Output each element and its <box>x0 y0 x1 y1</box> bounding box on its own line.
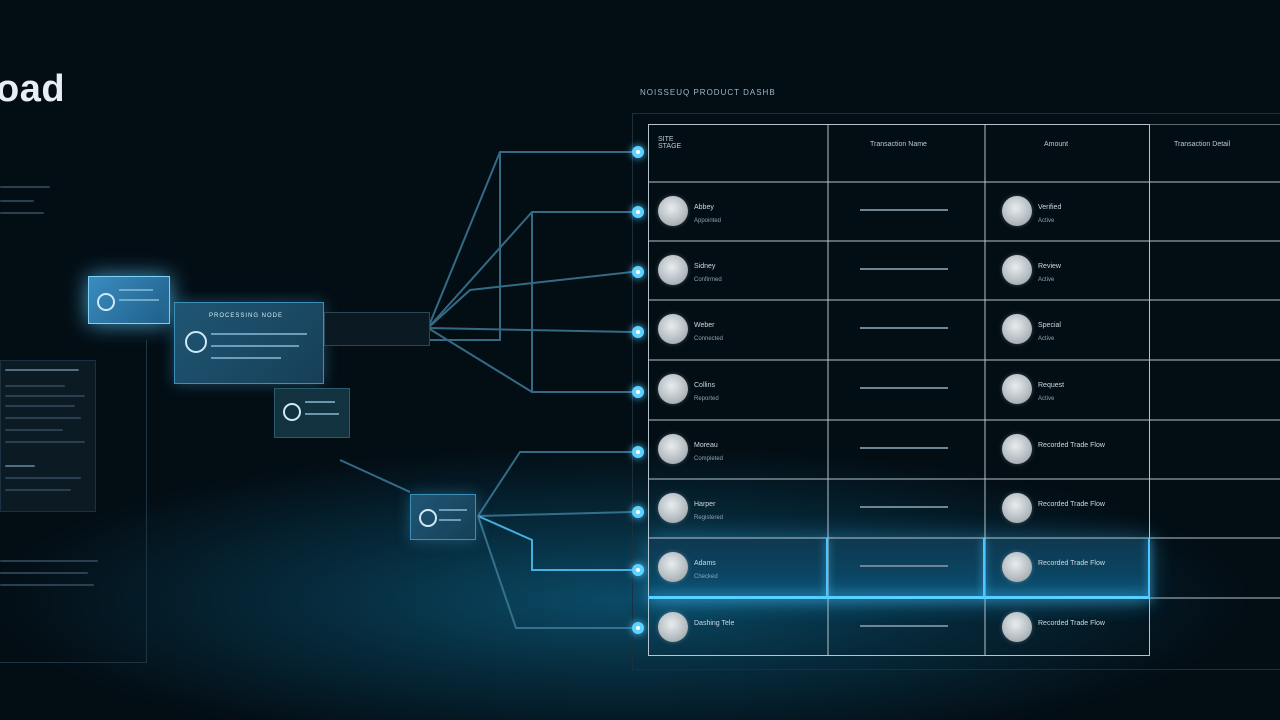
connector-port[interactable] <box>632 446 644 458</box>
row-name: Abbey <box>694 204 714 211</box>
row-name: Sidney <box>694 263 716 270</box>
row-subtext: Completed <box>694 456 724 462</box>
row-amount-label: Recorded Trade Flow <box>1038 501 1105 508</box>
connector-port[interactable] <box>632 386 644 398</box>
row-value-bar <box>860 327 948 329</box>
avatar <box>1002 434 1032 464</box>
avatar <box>658 196 688 226</box>
avatar <box>658 255 688 285</box>
connector-port[interactable] <box>632 506 644 518</box>
table-grid <box>648 124 1280 656</box>
avatar <box>1002 612 1032 642</box>
row-name: Weber <box>694 322 715 329</box>
left-text-line <box>0 212 44 214</box>
highlight-divider <box>826 538 828 598</box>
avatar <box>1002 255 1032 285</box>
data-source-node[interactable] <box>88 276 170 324</box>
avatar <box>1002 493 1032 523</box>
row-amount-subtext: Active <box>1038 277 1055 283</box>
connector-port[interactable] <box>632 622 644 634</box>
avatar <box>658 374 688 404</box>
row-value-bar <box>860 387 948 389</box>
left-text-line <box>0 572 88 574</box>
highlight-line <box>648 596 1150 599</box>
connector-port[interactable] <box>632 266 644 278</box>
row-value-bar <box>860 209 948 211</box>
connector-port[interactable] <box>632 146 644 158</box>
avatar <box>658 552 688 582</box>
header-amount: Amount <box>1044 141 1069 148</box>
row-subtext: Registered <box>694 515 724 521</box>
row-subtext: Reported <box>694 396 719 402</box>
row-subtext: Confirmed <box>694 277 722 283</box>
row-amount-label: Recorded Trade Flow <box>1038 442 1105 449</box>
row-amount-subtext: Active <box>1038 336 1055 342</box>
highlight-divider <box>1148 538 1150 598</box>
row-amount-label: Verified <box>1038 204 1062 211</box>
row-name: Harper <box>694 501 716 508</box>
highlighted-row-bg <box>648 538 1150 598</box>
row-value-bar <box>860 565 948 567</box>
row-name: Adams <box>694 560 716 567</box>
connector-port[interactable] <box>632 326 644 338</box>
avatar <box>658 314 688 344</box>
avatar <box>1002 552 1032 582</box>
row-subtext: Appointed <box>694 218 722 224</box>
row-amount-subtext: Active <box>1038 396 1055 402</box>
header-stage: SITE STAGE <box>658 136 682 150</box>
page-title: oad <box>0 68 66 110</box>
row-value-bar <box>860 506 948 508</box>
avatar <box>1002 314 1032 344</box>
processing-node[interactable]: PROCESSING NODE <box>174 302 324 384</box>
row-amount-subtext: Active <box>1038 218 1055 224</box>
row-amount-label: Special <box>1038 322 1061 329</box>
left-text-line <box>0 200 34 202</box>
row-amount-label: Review <box>1038 263 1061 270</box>
header-transaction-detail: Transaction Detail <box>1174 141 1231 148</box>
highlight-divider <box>983 538 985 598</box>
panel-title: NOISSEUQ PRODUCT DASHB <box>640 88 776 97</box>
row-name: Moreau <box>694 442 718 449</box>
row-value-bar <box>860 268 948 270</box>
row-value-bar <box>860 625 948 627</box>
row-name: Collins <box>694 382 716 389</box>
avatar <box>1002 374 1032 404</box>
processing-node-label: PROCESSING NODE <box>209 313 284 319</box>
left-document-card <box>0 360 96 512</box>
avatar <box>1002 196 1032 226</box>
avatar <box>658 434 688 464</box>
row-subtext: Checked <box>694 574 718 580</box>
row-subtext: Connected <box>694 336 724 342</box>
row-amount-label: Recorded Trade Flow <box>1038 620 1105 627</box>
avatar <box>658 493 688 523</box>
link-bar <box>324 312 430 346</box>
header-transaction-name: Transaction Name <box>870 141 927 148</box>
connector-port[interactable] <box>632 206 644 218</box>
connector-port[interactable] <box>632 564 644 576</box>
left-frame <box>0 340 147 663</box>
left-text-line <box>0 186 50 188</box>
avatar <box>658 612 688 642</box>
left-text-line <box>0 584 94 586</box>
router-node[interactable] <box>410 494 476 540</box>
row-amount-label: Request <box>1038 382 1065 389</box>
row-amount-label: Recorded Trade Flow <box>1038 560 1105 567</box>
left-text-line <box>0 560 98 562</box>
row-name: Dashing Tele <box>694 620 735 627</box>
row-value-bar <box>860 447 948 449</box>
output-node[interactable] <box>274 388 350 438</box>
